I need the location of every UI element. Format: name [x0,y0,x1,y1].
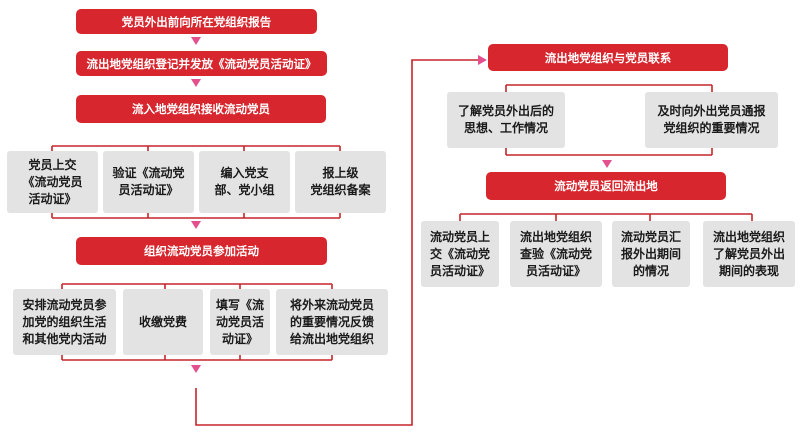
card-fill-activity-card: 填写《流 动党员活 动证》 [210,289,270,355]
step-receive-mobile-member: 流入地党组织接收流动党员 [76,95,326,123]
step-origin-contacts-member: 流出地党组织与党员联系 [488,44,728,71]
card-assign-branch: 编入党支 部、党小组 [199,151,290,213]
card-submit-activity-card: 党员上交 《流动党员 活动证》 [7,151,98,213]
card-collect-dues: 收缴党费 [123,289,203,355]
step-member-returns: 流动党员返回流出地 [486,172,726,200]
card-feedback-to-origin: 将外来流动党员 的重要情况反馈 给流出地党组织 [276,289,388,355]
step-report-before-leaving: 党员外出前向所在党组织报告 [76,9,317,34]
step-organize-activities: 组织流动党员参加活动 [76,237,327,265]
card-learn-performance: 流出地党组织 了解党员外出 期间的表现 [703,221,795,287]
card-report-period: 流动党员汇 报外出期间 的情况 [612,221,690,287]
card-verify-activity-card: 验证《流动党 员活动证》 [103,151,194,213]
card-inspect-activity-card: 流出地党组织 查验《流动党 员活动证》 [510,221,602,287]
card-return-activity-card: 流动党员上 交《流动党 员活动证》 [421,221,499,287]
step-register-and-issue-card: 流出地党组织登记并发放《流动党员活动证》 [76,51,327,76]
card-report-superior: 报上级 党组织备案 [295,151,386,213]
card-notify-important-matters: 及时向外出党员通报 党组织的重要情况 [645,92,778,148]
card-understand-situation: 了解党员外出后的 思想、工作情况 [447,92,565,148]
card-arrange-org-life: 安排流动党员参 加党的组织生活 和其他党内活动 [13,289,116,355]
